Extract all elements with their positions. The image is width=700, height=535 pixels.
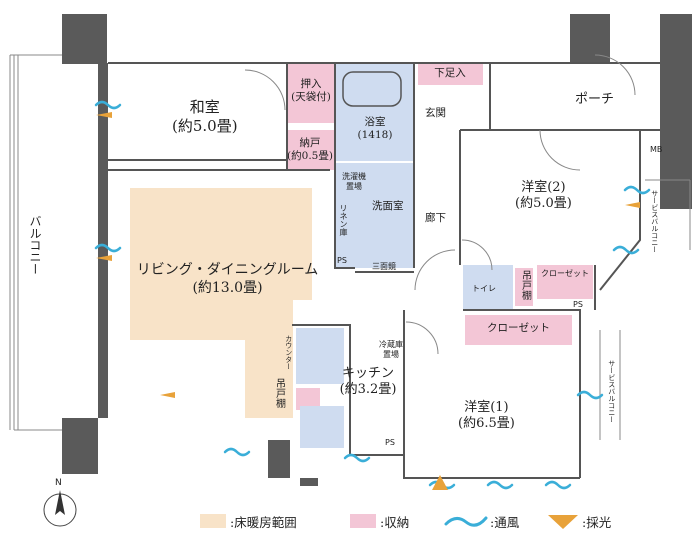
- fridge-line1: 冷蔵庫: [379, 340, 403, 349]
- balcony-label: バルコニー: [28, 215, 42, 275]
- legend-floor-heating: :床暖房範囲: [230, 515, 297, 530]
- storage-nando: [287, 130, 334, 170]
- wash-machine-line2: 置場: [346, 182, 362, 191]
- daylight-marks: [96, 112, 640, 490]
- bath-area: [336, 63, 414, 161]
- linen-label: リネン庫: [339, 204, 348, 236]
- tsuritodana1-label: 吊戸棚: [519, 270, 531, 300]
- youshitsu1-label: 洋室(1) (約6.5畳): [458, 400, 515, 433]
- legend-floor-heating-swatch: [200, 514, 226, 528]
- washitsu-label: 和室 (約5.0畳): [172, 98, 238, 136]
- youshitsu2-label: 洋室(2) (約5.0畳): [515, 180, 572, 213]
- wash-machine-label: 洗濯機 置場: [337, 172, 371, 192]
- ventilation-marks: [94, 100, 651, 490]
- youshitsu1-name: 洋室(1): [464, 400, 509, 415]
- nando-label: 納戸 (約0.5畳): [285, 137, 335, 163]
- storage-tsuritodana2: [296, 388, 320, 410]
- door-swings: [244, 54, 636, 355]
- bathtub: [342, 71, 402, 107]
- kitchen-size: (約3.2畳): [339, 382, 397, 398]
- kitchen-name: キッチン: [341, 366, 394, 381]
- kitchen-stove: [300, 406, 344, 448]
- youshitsu2-name: 洋室(2): [521, 180, 566, 195]
- nando-size: (約0.5畳): [287, 150, 333, 163]
- bath-size: (1418): [357, 129, 393, 142]
- tsuritodana2-label: 吊戸棚: [273, 378, 285, 408]
- washroom-area: [336, 163, 414, 268]
- legend-storage: :収納: [380, 515, 410, 530]
- oshiire-name: 押入: [300, 78, 322, 90]
- wash-machine-line1: 洗濯機: [342, 172, 366, 181]
- storage-closet2: [537, 265, 593, 299]
- mb-label: MB: [650, 145, 663, 154]
- closet2-label: クローゼット: [541, 269, 589, 278]
- service-balcony-2-label: サービスバルコニー: [607, 360, 616, 423]
- kitchen-counter: [296, 328, 344, 384]
- storage-closet1: [465, 315, 572, 345]
- legend-storage-swatch: [350, 514, 376, 528]
- legend-ventilation-swatch: [444, 516, 488, 527]
- service-balcony-lines: [599, 179, 691, 440]
- kitchen-label: キッチン (約3.2畳): [333, 366, 403, 399]
- floor-heating-area: [130, 188, 312, 418]
- ldk-size: (約13.0畳): [192, 279, 263, 296]
- oshiire-label: 押入 (天袋付): [288, 78, 334, 104]
- legend-daylight-swatch: [548, 515, 578, 529]
- walls: [62, 14, 692, 486]
- oshiire-note: (天袋付): [291, 91, 331, 104]
- bath-name: 浴室: [364, 116, 386, 128]
- washitsu-name: 和室: [189, 98, 220, 116]
- porch-label: ポーチ: [575, 92, 615, 107]
- senmenshitsu-label: 洗面室: [372, 200, 404, 212]
- sanmendai-label: 三面鏡: [372, 262, 396, 271]
- bath-label: 浴室 (1418): [352, 116, 398, 142]
- ldk-label: リビング・ダイニングルーム (約13.0畳): [135, 262, 320, 297]
- youshitsu2-size: (約5.0畳): [515, 196, 572, 212]
- fridge-label: 冷蔵庫 置場: [378, 340, 404, 360]
- shoes-label: 下足入: [434, 67, 466, 79]
- wall-lines: [108, 62, 660, 479]
- storage-oshiire: [287, 63, 334, 123]
- ps3-label: PS: [385, 438, 395, 447]
- storage-tsuritodana1: [515, 268, 533, 306]
- hallway-label: 廊下: [425, 212, 446, 224]
- closet1-label: クローゼット: [487, 322, 550, 334]
- service-balcony-1-label: サービスバルコニー: [650, 190, 659, 253]
- toilet-label: トイレ: [472, 284, 496, 293]
- genkan-label: 玄関: [425, 107, 446, 119]
- north-label: N: [55, 478, 62, 488]
- toilet-area: [463, 265, 513, 310]
- counter-label: カウンター: [284, 335, 293, 370]
- north-arrow: [43, 490, 77, 527]
- legend-daylight: :採光: [582, 515, 612, 530]
- nando-name: 納戸: [299, 137, 321, 149]
- storage-shoes: [418, 63, 483, 85]
- ps2-label: PS: [573, 300, 583, 309]
- ps1-label: PS: [337, 256, 347, 265]
- fridge-line2: 置場: [383, 350, 399, 359]
- legend-ventilation: :通風: [490, 515, 520, 530]
- youshitsu1-size: (約6.5畳): [458, 416, 515, 432]
- washitsu-size: (約5.0畳): [172, 116, 238, 135]
- ldk-name: リビング・ダイニングルーム: [136, 262, 319, 278]
- balcony-railing: [9, 54, 62, 431]
